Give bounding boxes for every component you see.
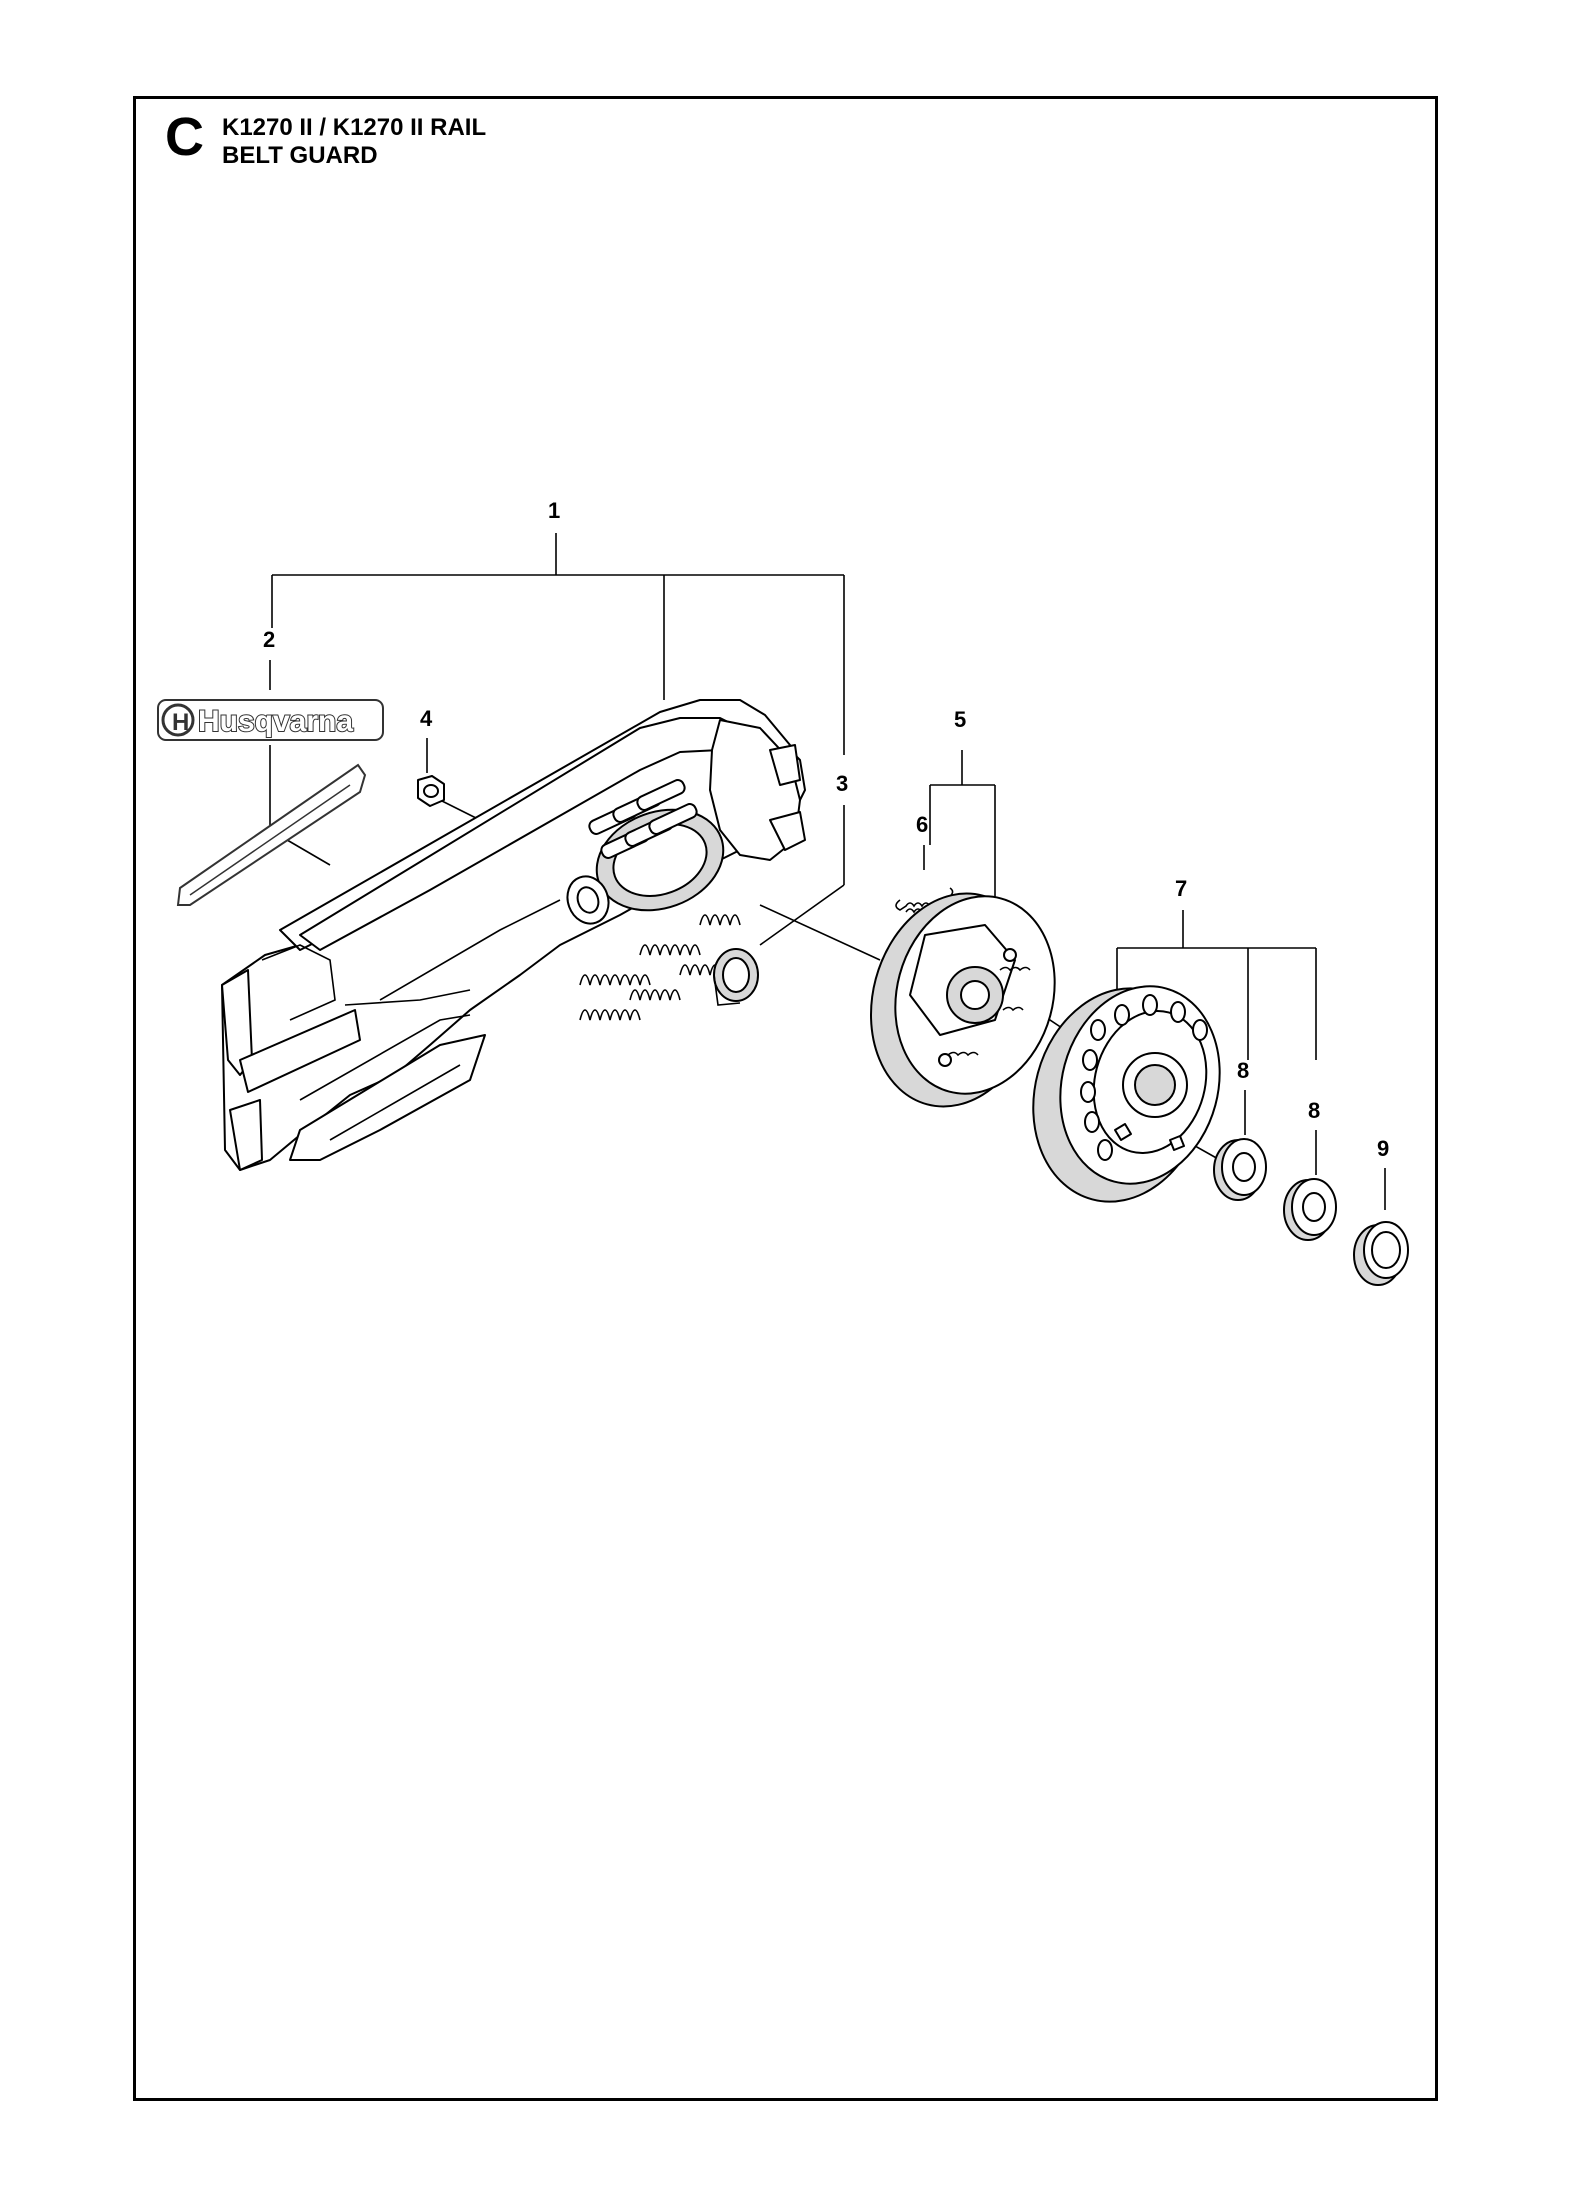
husqvarna-decal: H Husqvarna — [157, 699, 384, 741]
callout-8-b: 8 — [1308, 1098, 1320, 1123]
model-title: K1270 II / K1270 II RAIL — [222, 114, 487, 141]
callout-8-a: 8 — [1237, 1058, 1249, 1083]
callout-6: 6 — [916, 812, 928, 837]
callout-7: 7 — [1175, 876, 1187, 901]
section-title: BELT GUARD — [222, 142, 378, 169]
husqvarna-logo-text: Husqvarna — [198, 705, 353, 738]
callout-3: 3 — [836, 771, 848, 796]
bearing-2 — [1283, 1178, 1337, 1241]
clutch — [870, 892, 1056, 1108]
spacer-ring — [713, 948, 759, 1006]
page-frame — [133, 96, 1438, 2101]
belt-guard-body — [221, 699, 806, 1171]
callout-5: 5 — [954, 707, 966, 732]
callout-numbers: 1 2 3 4 5 6 7 8 8 9 — [263, 498, 1389, 1161]
seal-ring — [1353, 1221, 1409, 1286]
decal-stripe — [176, 763, 367, 906]
cooling-fins — [579, 914, 741, 1021]
drum-holes — [1080, 994, 1208, 1161]
bearing-1 — [1213, 1138, 1267, 1201]
callout-2: 2 — [263, 627, 275, 652]
callout-1: 1 — [548, 498, 560, 523]
svg-text:H: H — [172, 709, 189, 736]
callout-9: 9 — [1377, 1136, 1389, 1161]
section-letter: C — [165, 107, 204, 167]
vent-grille — [588, 779, 698, 859]
nut — [417, 775, 445, 807]
callout-4: 4 — [420, 706, 433, 731]
clutch-drum — [1032, 985, 1221, 1203]
